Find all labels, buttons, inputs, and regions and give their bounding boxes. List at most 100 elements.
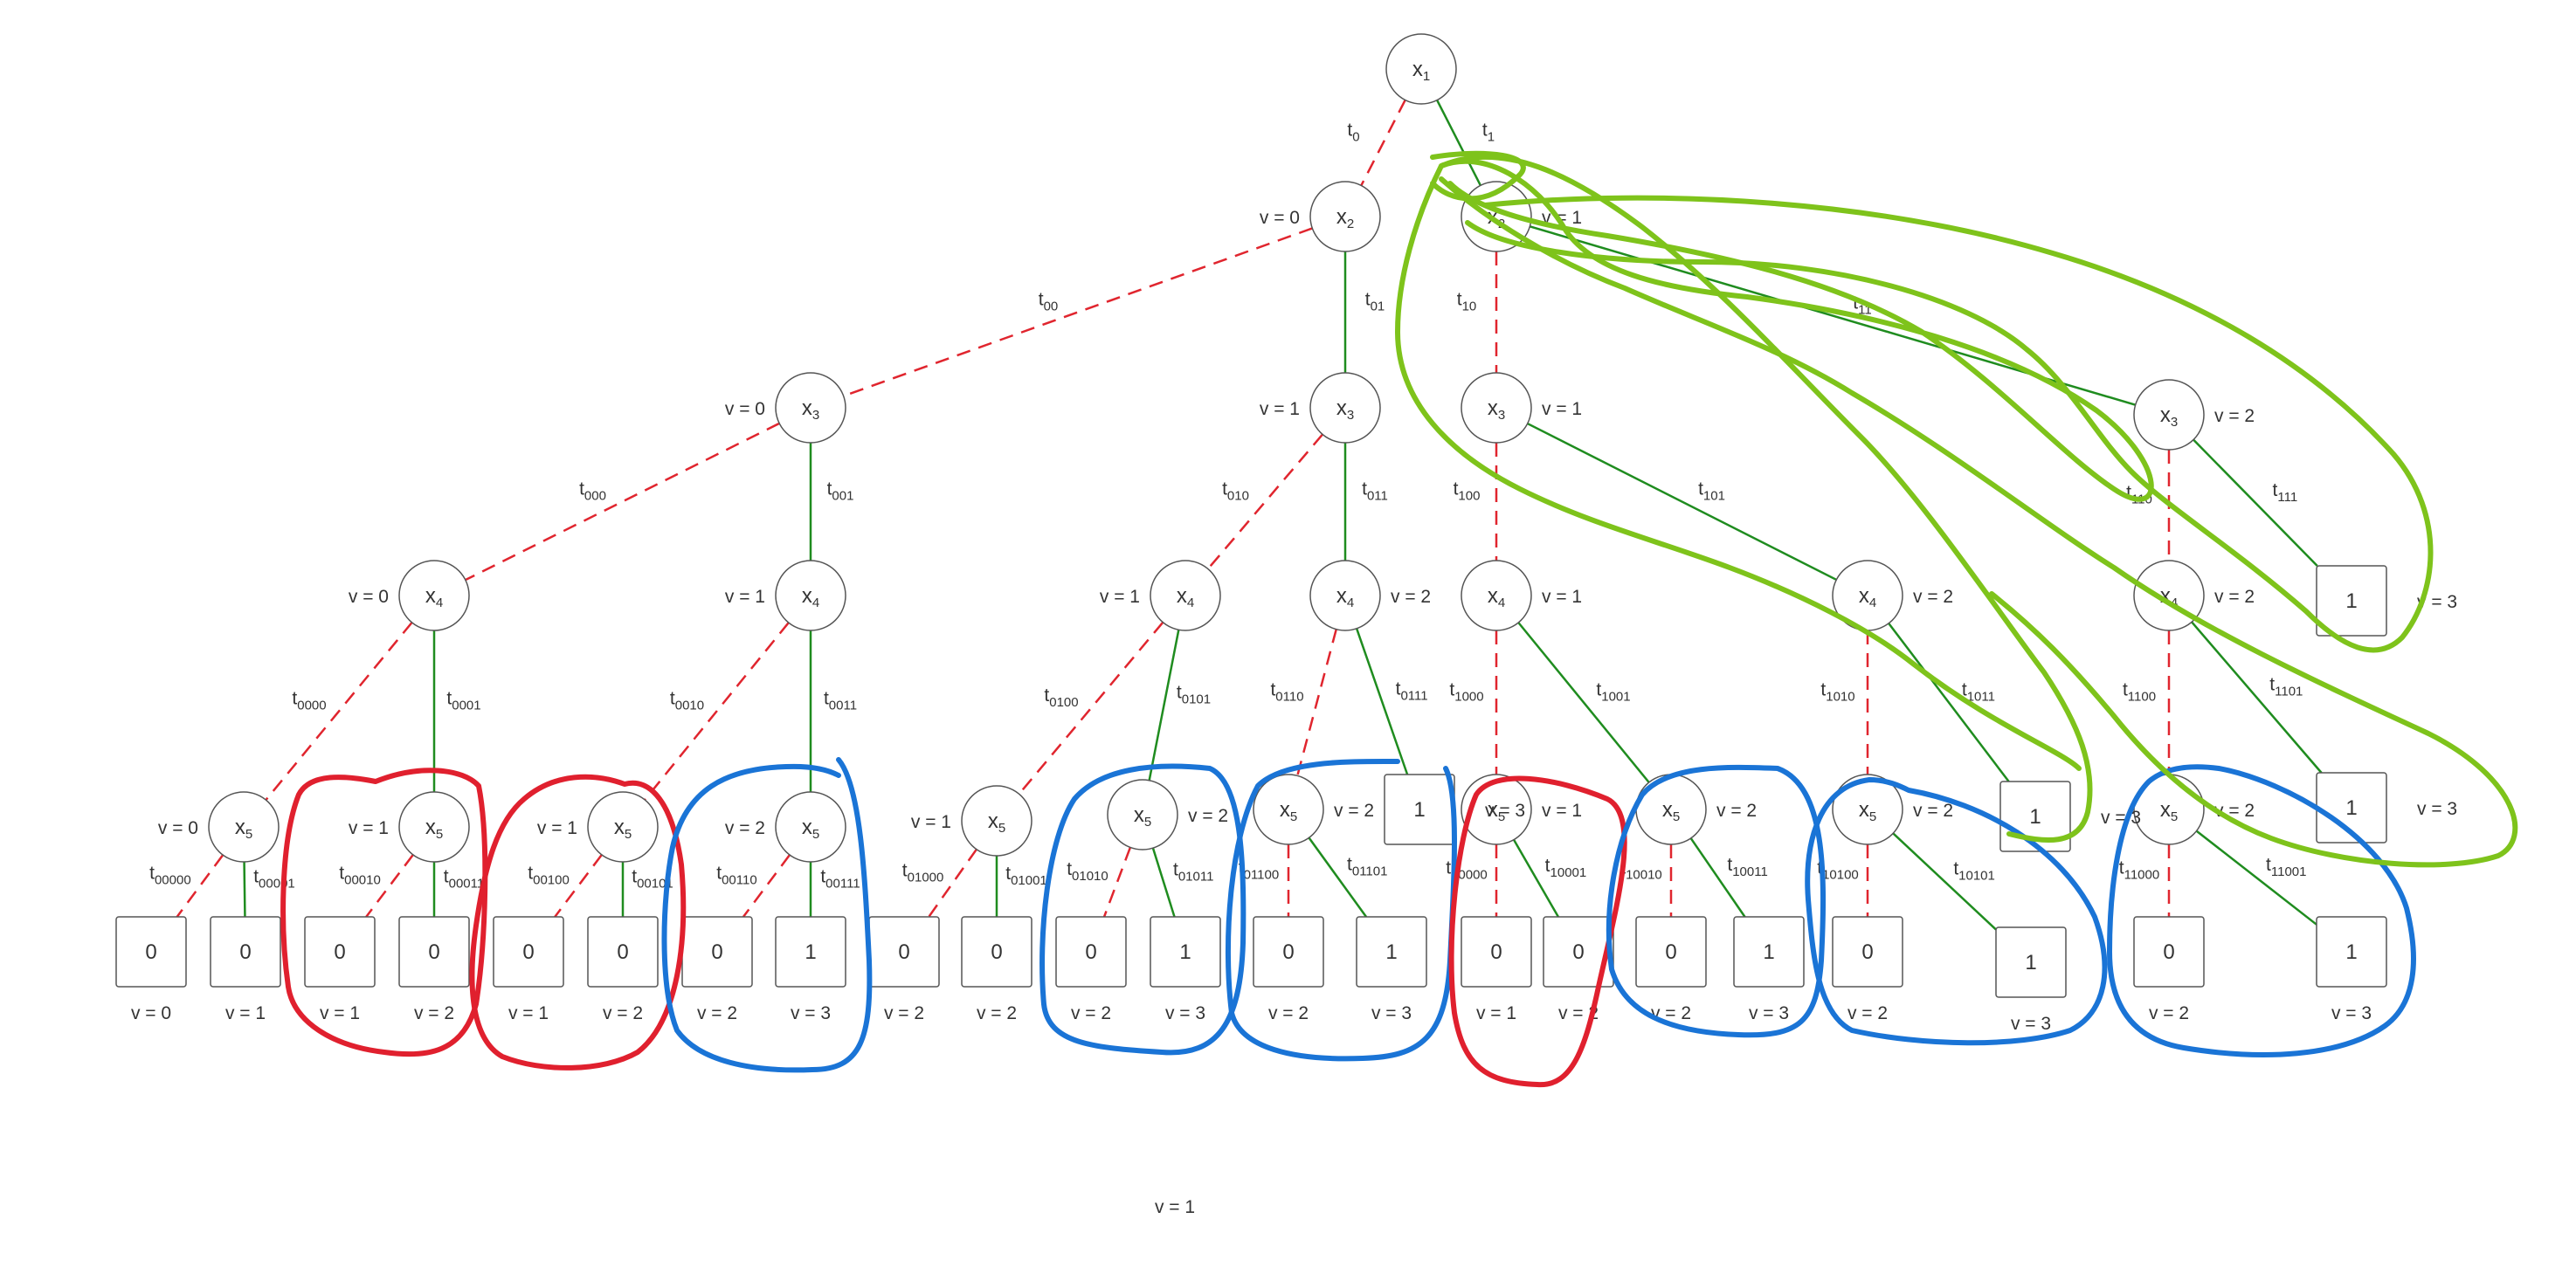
variable-node-n0010: x5: [587, 791, 659, 863]
low-edge-n0000-n00000: [176, 854, 224, 918]
low-edge-n000-n0000: [265, 622, 413, 801]
terminal-node-n10010: 0: [1635, 916, 1707, 988]
variable-node-n0011: x5: [775, 791, 846, 863]
value-label: v = 0: [1260, 208, 1300, 228]
value-label: v = 2: [1071, 1003, 1111, 1023]
node-label: x4: [425, 584, 443, 610]
node-label: 0: [2163, 940, 2174, 964]
edge-label: t10001: [1545, 856, 1587, 880]
node-label: 1: [2345, 589, 2357, 613]
value-label: v = 1: [725, 587, 765, 607]
edge-label: t11000: [2119, 858, 2159, 883]
node-square: [493, 916, 564, 988]
low-edge-n0010-n00100: [554, 854, 603, 918]
variable-node-n100: x4: [1461, 560, 1532, 631]
node-label: x3: [1336, 396, 1354, 423]
node-label: 0: [1572, 940, 1584, 964]
terminal-node-n10100: 0: [1832, 916, 1903, 988]
node-circle: [1309, 181, 1381, 252]
edge-label: t00: [1039, 290, 1059, 314]
edge-label: t10010: [1620, 858, 1662, 883]
terminal-node-n10011: 1: [1733, 916, 1805, 988]
value-label: v = 2: [1913, 587, 1953, 607]
value-label: v = 3: [2417, 592, 2457, 612]
green-grouping-loop: [1395, 150, 2093, 844]
value-label: v = 2: [1268, 1003, 1309, 1023]
node-circle: [398, 791, 470, 863]
variable-node-n0: x2: [1309, 181, 1381, 252]
value-label: v = 2: [1716, 801, 1757, 821]
node-square: [1832, 916, 1903, 988]
blue-grouping-loop: [1039, 763, 1247, 1056]
red-grouping-loop: [469, 774, 687, 1071]
value-label: v = 1: [349, 818, 389, 838]
edge-label: t0110: [1270, 680, 1303, 705]
node-circle: [775, 791, 846, 863]
value-label: v = 3: [1371, 1003, 1412, 1023]
variable-node-n010: x4: [1150, 560, 1221, 631]
value-label: v = 1: [1542, 801, 1582, 821]
value-label: v = 2: [697, 1003, 737, 1023]
high-edge-n010-n0101: [1148, 630, 1180, 781]
variable-node-n1010: x5: [1832, 774, 1903, 845]
high-edge-n1001-n10011: [1689, 837, 1746, 918]
node-label: x4: [1859, 584, 1876, 610]
variable-node-n00: x3: [775, 372, 846, 444]
node-square: [115, 916, 187, 988]
red-grouping-loop: [280, 768, 488, 1057]
node-label: 0: [1490, 940, 1502, 964]
node-label: 0: [522, 940, 534, 964]
node-label: x5: [1859, 798, 1876, 824]
edge-label: t1001: [1596, 680, 1630, 705]
terminal-node-n1101: 1: [2316, 772, 2387, 844]
low-edge-n00-n000: [465, 422, 780, 582]
low-edge-n01-n010: [1206, 433, 1324, 570]
blue-grouping-loop: [1606, 764, 1827, 1038]
edge-label: t0101: [1177, 683, 1211, 707]
value-label: v = 2: [977, 1003, 1017, 1023]
node-circle: [775, 560, 846, 631]
edge-label: t0000: [292, 689, 326, 713]
terminal-node-n00000: 0: [115, 916, 187, 988]
edge-label: t01000: [902, 860, 944, 885]
blue-grouping-loop: [1805, 777, 2108, 1046]
high-edge-n110-n1101: [2191, 621, 2323, 774]
node-label: x5: [1280, 798, 1297, 824]
value-label: v = 2: [1391, 587, 1431, 607]
variable-node-x1: x1: [1385, 33, 1457, 105]
node-square: [1995, 926, 2067, 998]
value-label: v = 0: [131, 1003, 171, 1023]
terminal-node-n00110: 0: [681, 916, 753, 988]
terminal-node-n01000: 0: [868, 916, 940, 988]
node-label: x4: [1336, 584, 1354, 610]
node-label: 1: [1413, 798, 1425, 822]
node-circle: [1253, 774, 1324, 845]
edge-label: t101: [1698, 479, 1725, 504]
node-label: 0: [617, 940, 628, 964]
node-label: 0: [428, 940, 439, 964]
node-label: 0: [991, 940, 1002, 964]
variable-node-n10: x3: [1461, 372, 1532, 444]
node-label: 0: [898, 940, 909, 964]
node-circle: [208, 791, 280, 863]
variable-node-n01: x3: [1309, 372, 1381, 444]
node-label: 1: [2345, 940, 2357, 964]
node-label: 1: [2345, 796, 2357, 820]
edge-label: t10101: [1953, 858, 1995, 883]
value-label: v = 2: [2214, 406, 2255, 426]
terminal-node-n10000: 0: [1461, 916, 1532, 988]
terminal-node-n01011: 1: [1150, 916, 1221, 988]
value-label: v = 0: [349, 587, 389, 607]
value-label: v = 3: [2417, 799, 2457, 819]
node-label: 0: [334, 940, 345, 964]
node-circle: [587, 791, 659, 863]
value-label: v = 1: [1260, 399, 1300, 419]
terminal-node-n00001: 0: [210, 916, 281, 988]
node-label: 1: [805, 940, 816, 964]
high-edge-n1100-n11001: [2195, 830, 2317, 926]
node-label: x5: [802, 816, 819, 842]
node-square: [961, 916, 1032, 988]
value-label: v = 0: [725, 399, 765, 419]
